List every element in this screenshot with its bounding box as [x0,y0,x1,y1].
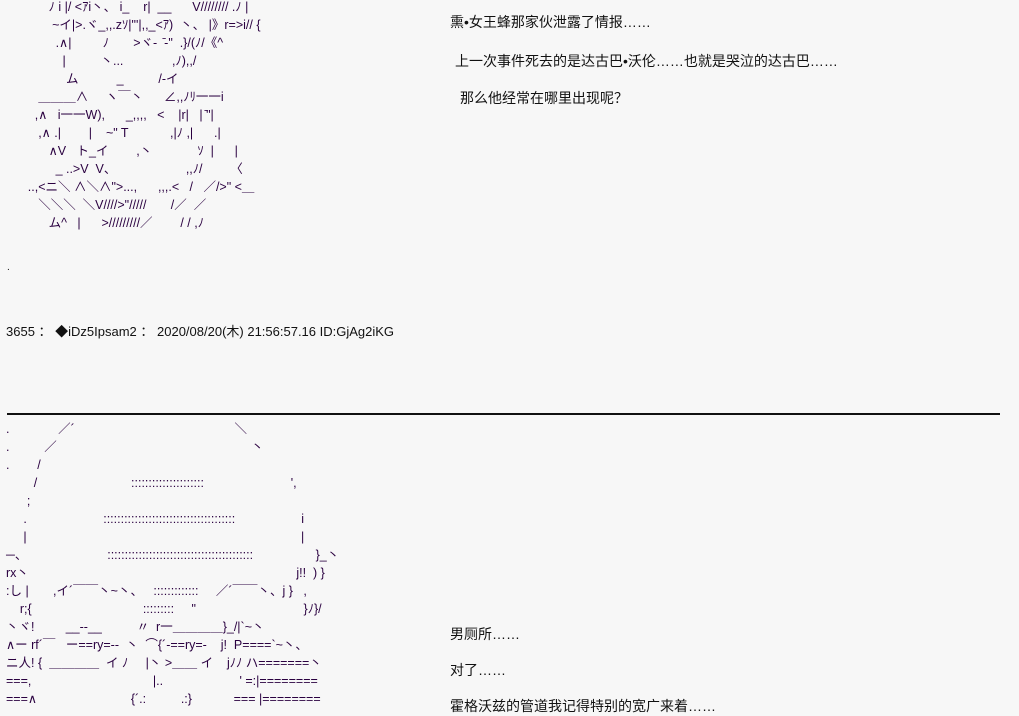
story-line: 对了…… [450,662,506,678]
story-line: 上一次事件死去的是达古巴•沃伦……也就是哭泣的达古巴…… [455,53,838,69]
stray-dot: . [7,262,10,273]
separator-line [7,413,1000,415]
ascii-art-top: ﾉ i |/ <ｱi丶、 i_ r| __ V//////// .ﾉ | ~イ|… [27,0,261,230]
post-header: 3655 ： ◆iDz5Ipsam2 ： 2020/08/20(木) 21:56… [6,324,395,339]
story-line: 男厕所…… [450,626,520,642]
story-line: 熏•女王蜂那家伙泄露了情报…… [450,14,651,30]
story-line: 那么他经常在哪里出现呢？ [460,90,628,106]
story-line: 霍格沃兹的管道我记得特别的宽广来着…… [450,698,716,714]
ascii-art-bottom: . ／´ ＼ . ／ 丶 . / / :::::::::::::::::: [6,422,340,706]
